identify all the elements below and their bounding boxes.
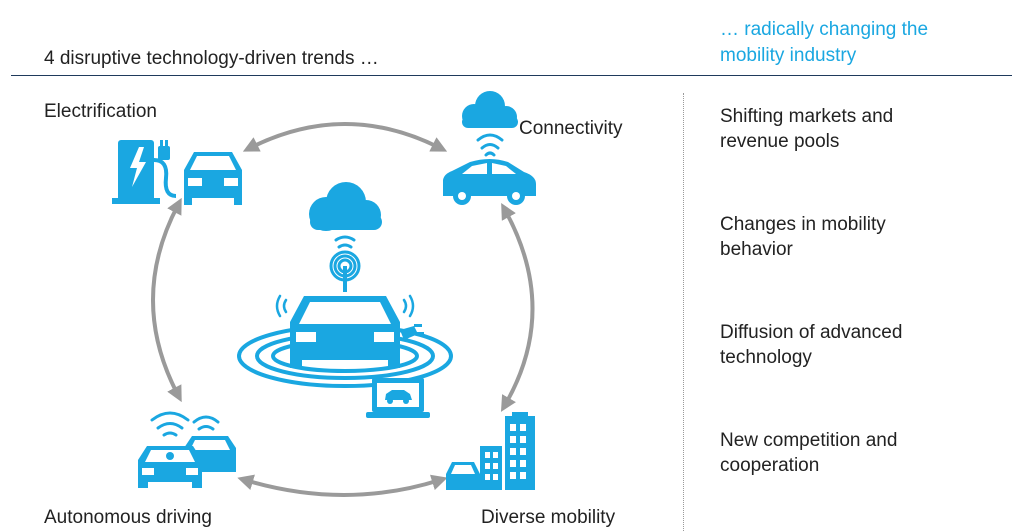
electrification-icon [112,140,242,205]
trends-heading: 4 disruptive technology-driven trends … [44,48,379,69]
arrow-top [242,122,448,152]
industry-heading-line2: mobility industry [720,45,857,66]
label-autonomous-driving: Autonomous driving [44,507,212,528]
impact-item-1-line2: revenue pools [720,131,840,152]
header-divider [11,75,1012,76]
impact-item-4-line1: New competition and [720,430,898,451]
label-connectivity: Connectivity [519,118,623,139]
industry-heading-line1: … radically changing the [720,19,929,40]
label-diverse-mobility: Diverse mobility [481,507,616,528]
impact-item-1-line1: Shifting markets and [720,106,894,127]
diverse-mobility-icon [446,412,535,490]
connectivity-icon [443,91,536,205]
autonomous-driving-icon [138,411,236,488]
arrow-left [151,197,182,403]
label-electrification: Electrification [44,101,157,122]
impact-item-2-line1: Changes in mobility [720,214,886,235]
arrow-right [500,202,535,412]
impact-item-3: Diffusion of advanced technology [720,320,902,370]
column-divider [683,93,684,531]
arrow-bottom [237,474,448,497]
impact-item-4-line2: cooperation [720,455,820,476]
impact-item-3-line1: Diffusion of advanced [720,322,903,343]
impact-item-3-line2: technology [720,347,812,368]
impact-item-1: Shifting markets and revenue pools [720,104,893,154]
impact-item-4: New competition and cooperation [720,428,897,478]
impact-item-2: Changes in mobility behavior [720,212,886,262]
trends-cycle-diagram [112,91,536,497]
central-connected-car-icon [237,182,453,418]
impact-item-2-line2: behavior [720,239,793,260]
